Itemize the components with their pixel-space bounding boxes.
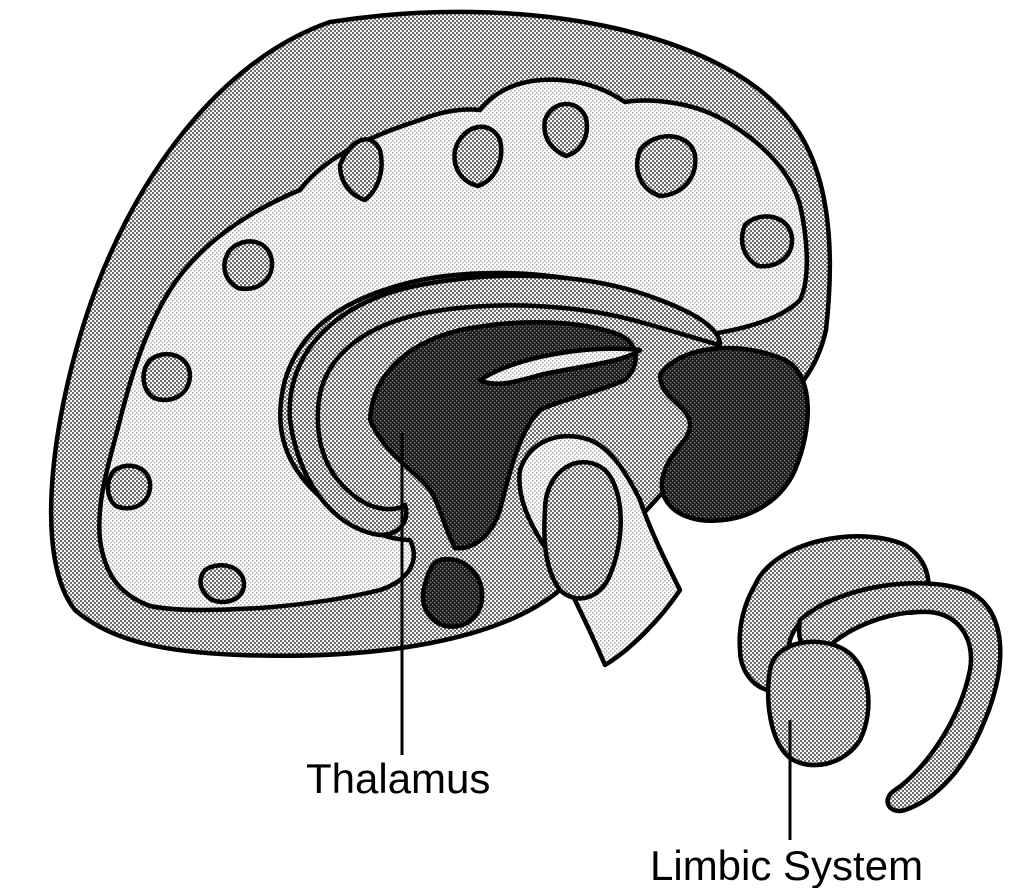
limbic-system-label: Limbic System: [650, 842, 923, 888]
thalamus-label: Thalamus: [306, 755, 490, 802]
pons: [544, 462, 620, 598]
limbic-system: [740, 536, 1001, 811]
hypothalamus: [423, 559, 482, 627]
